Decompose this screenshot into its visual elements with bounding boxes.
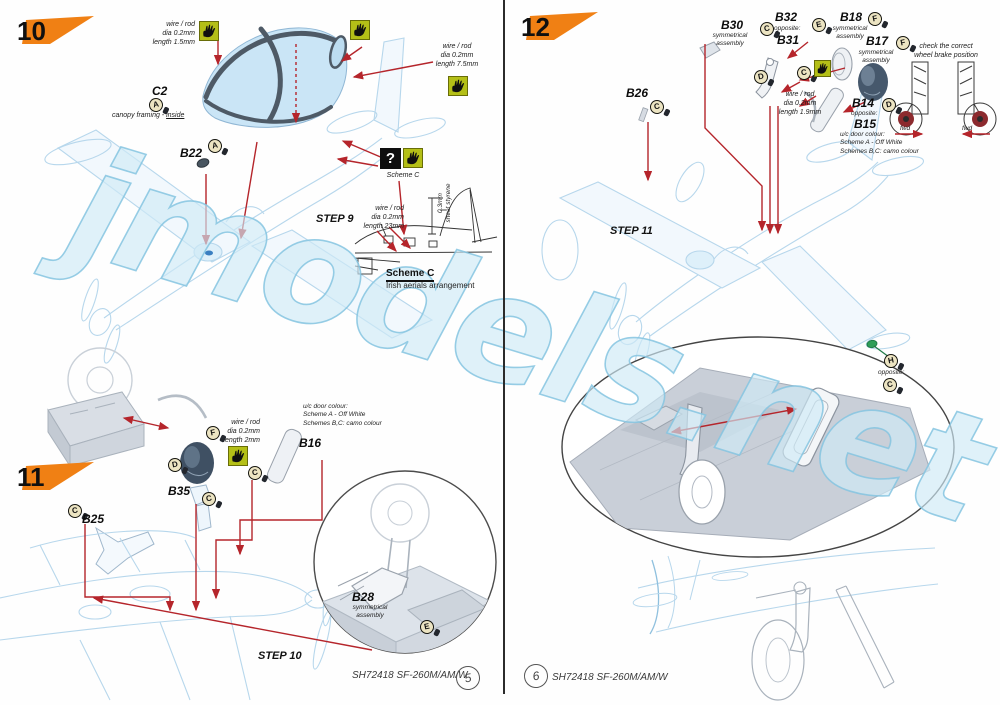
kit-code-left: SH72418 SF-260M/AM/W <box>352 670 468 681</box>
styrene-note: 0.3mm sheet styrene <box>437 183 453 223</box>
wire-bend-icon <box>448 76 468 96</box>
part-label-b25: B25 <box>82 512 105 526</box>
wire-bend-icon <box>228 446 248 466</box>
aircraft-underside-left <box>0 530 338 701</box>
step-12-banner: 12 <box>518 12 600 42</box>
wire-note-fuselage: wire / rod dia 0.2mm length 23mm <box>363 205 404 231</box>
wire-note-canopy: wire / rod dia 0.2mm length 1.5mm <box>152 21 195 47</box>
scheme-c-subtitle: Irish aerials arrangement <box>386 281 475 290</box>
wire-note-leg: wire / rod dia 0.2mm length 2mm <box>223 419 260 445</box>
step-10-number: 10 <box>17 16 46 46</box>
scheme-c-icon-caption: Scheme C <box>386 172 420 179</box>
brake-check-note: check the correct wheel brake position <box>914 43 978 60</box>
b17-note: symmetrical assembly <box>858 49 894 65</box>
canopy-drawing <box>202 26 348 128</box>
part-label-b18: B18 <box>840 10 863 24</box>
wire-bend-icon <box>814 60 831 77</box>
circular-inset-left <box>313 470 497 654</box>
red-arrows-right <box>643 41 990 435</box>
wire-bend-icon <box>350 20 370 40</box>
b14-note: opposite: <box>851 110 878 117</box>
part-label-b14: B14 <box>852 96 875 110</box>
part-label-b26: B26 <box>626 86 649 100</box>
kit-code-right: SH72418 SF-260M/AM/W <box>552 672 668 683</box>
part-label-b30: B30 <box>721 18 744 32</box>
part-label-b22: B22 <box>180 146 203 160</box>
part-label-b31: B31 <box>777 33 800 47</box>
part-label-b28: B28 <box>352 590 375 604</box>
tip-note: opposite: <box>878 369 905 376</box>
question-icon: ? <box>380 148 401 169</box>
wire-bend-icon <box>199 21 219 41</box>
part-label-c2: C2 <box>152 84 168 98</box>
nose-gear-assembly-drawing <box>47 347 208 468</box>
step-10-ref: STEP 10 <box>258 650 302 662</box>
wheel-brake-diagrams <box>889 61 997 136</box>
wire-note-fin: wire / rod dia 0.2mm length 7.5mm <box>435 43 479 69</box>
scheme-c-side-view <box>354 187 498 275</box>
part-label-b16: B16 <box>299 436 322 450</box>
uc-door-note-left: u/c door colour: Scheme A - Off White Sc… <box>303 403 382 427</box>
b18-note: symmetrical assembly <box>832 25 868 41</box>
b32-note: opposite: <box>774 25 801 32</box>
b30-note: symmetrical assembly <box>712 32 748 48</box>
step-9-ref: STEP 9 <box>316 213 354 225</box>
gear-detail-bottom-right <box>632 547 939 701</box>
step-10-banner: 10 <box>14 16 96 46</box>
canopy-framing-note: canopy framing - inside <box>112 112 185 119</box>
step-11-number: 11 <box>17 462 45 492</box>
fwd-label-right: fwd <box>962 125 973 132</box>
part-b22-drawing <box>196 158 210 168</box>
step-12-number: 12 <box>521 12 550 42</box>
uc-door-note-right: u/c door colour: Scheme A - Off White Sc… <box>840 131 919 155</box>
red-arrows-left <box>84 32 434 651</box>
fwd-label-left: fwd <box>900 125 911 132</box>
scheme-c-title: Scheme C <box>386 268 435 282</box>
aircraft-overview-left <box>44 37 579 364</box>
wire-bend-icon <box>403 148 423 168</box>
part-label-b35: B35 <box>168 484 191 498</box>
step-11-ref: STEP 11 <box>610 225 653 237</box>
b28-note: symmetrical assembly <box>352 604 388 620</box>
canopy-locator <box>205 250 213 256</box>
part-label-b32: B32 <box>775 10 798 24</box>
aircraft-overview-right <box>558 91 925 376</box>
step-11-banner: 11 <box>14 462 96 492</box>
part-label-b17: B17 <box>866 34 889 48</box>
part-label-b15: B15 <box>854 117 877 131</box>
page-divider <box>503 0 505 694</box>
wire-note-brake: wire / rod dia 0.2mm length 1.9mm <box>778 91 822 117</box>
